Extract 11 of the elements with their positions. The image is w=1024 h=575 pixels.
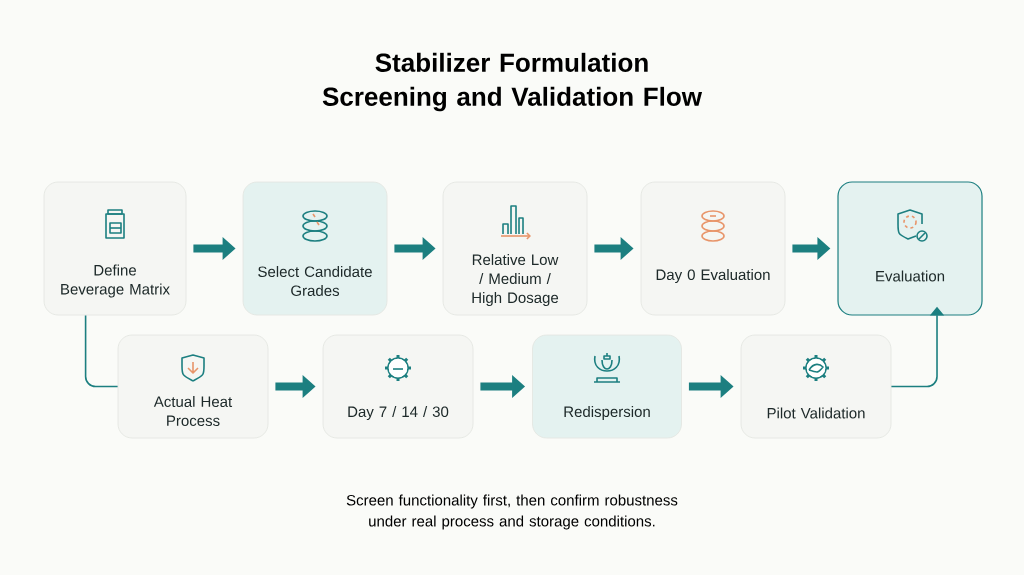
process-box: Redispersion xyxy=(532,334,682,439)
process-box: Day 0 Evaluation xyxy=(640,181,786,316)
process-box: Evaluation xyxy=(837,181,983,316)
title: Stabilizer Formulation Screening and Validation Flow xyxy=(322,52,703,112)
process-box: Day 7 / 14 / 30 xyxy=(322,334,474,439)
process-box: Select Candidate Grades xyxy=(242,181,388,316)
process-box: Define Beverage Matrix xyxy=(43,181,187,316)
process-box: Actual Heat Process xyxy=(117,334,269,439)
process-box: Relative Low / Medium / High Dosage xyxy=(442,181,588,316)
process-box: Pilot Validation xyxy=(740,334,892,439)
caption: Screen functionality first, then confirm robustness under real process and storage conditions. xyxy=(346,494,678,530)
